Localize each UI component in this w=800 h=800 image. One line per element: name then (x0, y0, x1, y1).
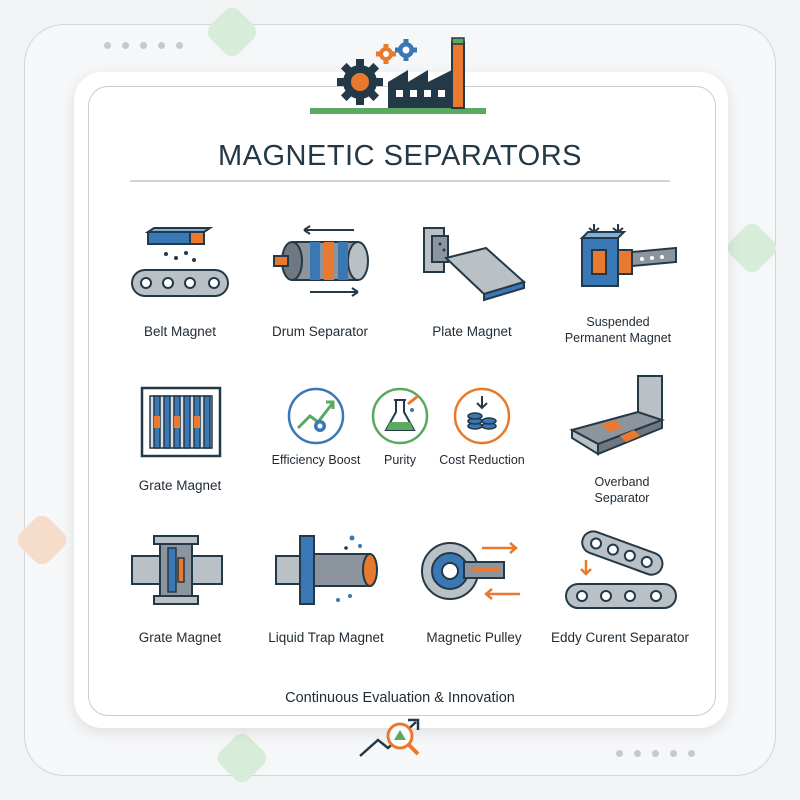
plate-magnet-icon (423, 227, 526, 302)
belt-magnet-icon (131, 227, 229, 297)
grate-magnet-pipe-icon (131, 535, 223, 605)
footer-label: Continuous Evaluation & Innovation (285, 690, 515, 706)
grate-magnet-icon (140, 386, 222, 458)
suspended-magnet-icon (579, 224, 677, 287)
search-trend-icon (359, 718, 420, 757)
item-label-magnetic-pulley: Magnetic Pulley (426, 630, 522, 645)
purity-icon (371, 387, 429, 445)
liquid-trap-magnet-icon (275, 535, 378, 605)
item-label-overband-line1: Overband (594, 475, 650, 489)
item-label-liquid-trap: Liquid Trap Magnet (268, 630, 384, 645)
item-label-grate-magnet-2: Grate Magnet (138, 630, 222, 645)
overband-separator-icon (569, 375, 665, 456)
item-label-overband-line2: Separator (594, 491, 650, 505)
item-label-grate-magnet-1: Grate Magnet (138, 478, 222, 493)
cost-reduction-icon (453, 387, 511, 445)
eddy-current-separator-icon (565, 530, 677, 609)
benefit-label-efficiency: Efficiency Boost (271, 453, 361, 467)
title-divider (130, 180, 670, 182)
item-label-eddy-current: Eddy Curent Separator (550, 630, 690, 645)
efficiency-boost-icon (287, 387, 345, 445)
page-title: MAGNETIC SEPARATORS (218, 140, 582, 172)
item-label-plate-magnet: Plate Magnet (432, 324, 512, 339)
item-label-suspended-line2: Permanent Magnet (564, 331, 672, 345)
magnetic-pulley-icon (421, 542, 520, 600)
drum-separator-icon (273, 225, 369, 297)
item-label-drum-separator: Drum Separator (271, 324, 369, 339)
benefit-label-purity: Purity (384, 453, 416, 467)
item-label-suspended-line1: Suspended (586, 315, 650, 329)
factory-gears-icon (310, 37, 486, 114)
item-label-belt-magnet: Belt Magnet (143, 324, 217, 339)
benefit-label-cost: Cost Reduction (439, 453, 525, 467)
